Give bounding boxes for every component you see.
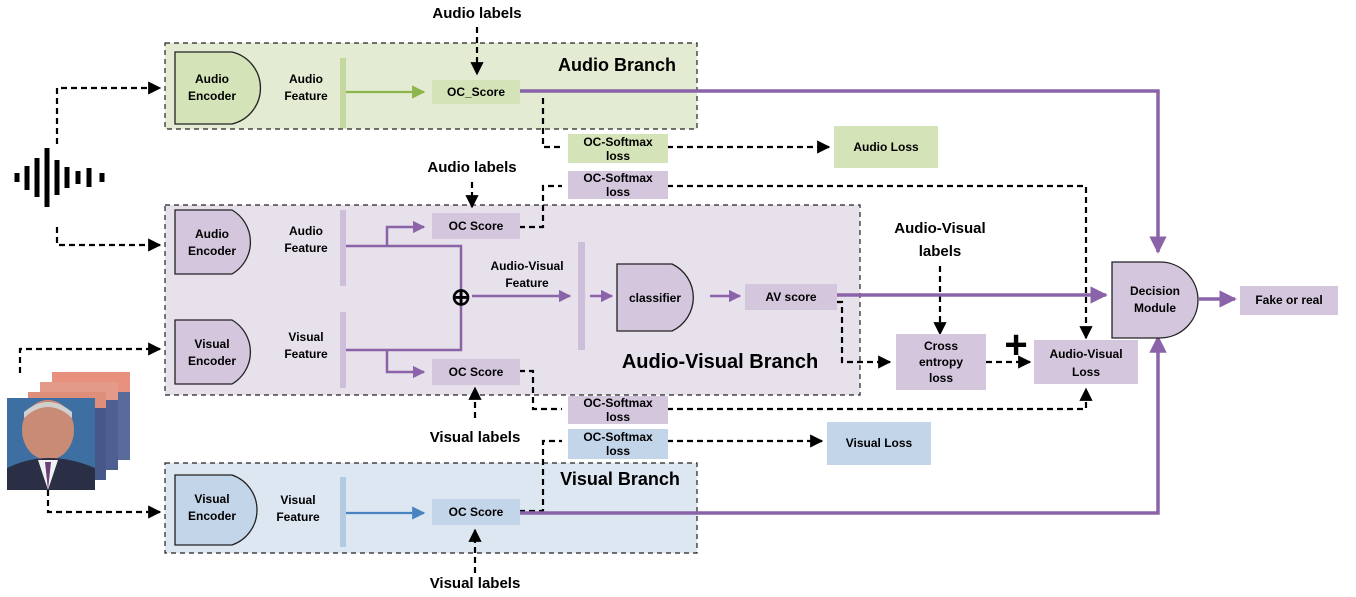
audio-softmax-label-line2: loss (606, 149, 630, 163)
decision-module-label-line2: Module (1134, 301, 1176, 315)
audio-softmax-label-line1: OC-Softmax (583, 135, 653, 149)
av-audio-oc-score-label: OC Score (449, 219, 504, 233)
visual-softmax-label-line2: loss (606, 444, 630, 458)
av-loss-box (1034, 340, 1138, 384)
av-visual-oc-score-box (432, 359, 520, 385)
av-feature-label-line2: Feature (505, 276, 549, 290)
visual-softmax-box (568, 429, 668, 459)
av-audio-softmax-label-line2: loss (606, 185, 630, 199)
audio-branch-title: Audio Branch (558, 55, 676, 75)
av-branch-title: Audio-Visual Branch (622, 351, 818, 373)
fusion-symbol: ⊕ (451, 284, 471, 311)
av-visual-encoder-label-line1: Visual (194, 337, 229, 351)
av-audio-feature-label-line2: Feature (284, 241, 328, 255)
audio-encoder-label-line1: Audio (195, 72, 229, 86)
visual-encoder-label-line1: Visual (194, 492, 229, 506)
fake-or-real-box (1240, 286, 1338, 315)
audio-loss-box (834, 126, 938, 168)
av-audio-softmax-label-line1: OC-Softmax (583, 171, 653, 185)
av-score-label: AV score (765, 290, 816, 304)
cross-entropy-box (896, 334, 986, 390)
audio-oc-score-label: OC_Score (447, 85, 505, 99)
decision-module-block (1111, 261, 1199, 339)
decision-module-label-line1: Decision (1130, 284, 1180, 298)
cross-entropy-label-line1: Cross (924, 339, 958, 353)
visual-branch-title: Visual Branch (560, 469, 680, 489)
visual-encoder-label-line2: Encoder (188, 509, 236, 523)
av-labels-line2: labels (919, 243, 962, 260)
fake-or-real-label: Fake or real (1255, 293, 1322, 307)
visual-feature-label-line2: Feature (276, 510, 320, 524)
av-audio-oc-score-box (432, 213, 520, 239)
av-visual-encoder-label-line2: Encoder (188, 354, 236, 368)
audio-feature-bar (340, 58, 346, 128)
visual-loss-box (827, 422, 931, 465)
audio-waveform-icon (14, 148, 105, 207)
av-visual-feature-bar (340, 312, 346, 388)
visual-loss-label: Visual Loss (846, 436, 913, 450)
visual-softmax-label-line1: OC-Softmax (583, 430, 653, 444)
visual-labels-bottom: Visual labels (430, 575, 521, 592)
av-loss-label-line2: Loss (1072, 365, 1100, 379)
visual-encoder-block (174, 474, 258, 546)
audio-feature-label-line1: Audio (289, 72, 323, 86)
av-audio-softmax-box (568, 171, 668, 199)
av-visual-softmax-label-line1: OC-Softmax (583, 396, 653, 410)
av-visual-feature-label-line1: Visual (288, 330, 323, 344)
svg-text:Encoder: Encoder (188, 89, 236, 103)
cross-entropy-label-line3: loss (929, 371, 953, 385)
av-feature-label-line1: Audio-Visual (490, 259, 563, 273)
av-audio-feature-bar (340, 210, 346, 286)
classifier-block (616, 263, 694, 332)
classifier-label: classifier (629, 291, 681, 305)
visual-feature-bar (340, 477, 346, 547)
visual-oc-score-label: OC Score (449, 505, 504, 519)
audio-labels-top: Audio labels (432, 5, 521, 22)
av-visual-softmax-label-line2: loss (606, 410, 630, 424)
av-feature-bar (578, 242, 585, 350)
audio-feature-label-line2: Feature (284, 89, 328, 103)
av-audio-encoder-label-line1: Audio (195, 227, 229, 241)
audio-softmax-box (568, 134, 668, 163)
audio-labels-mid: Audio labels (427, 159, 516, 176)
visual-labels-mid: Visual labels (430, 429, 521, 446)
plus-symbol: + (1004, 323, 1027, 367)
audio-encoder-label-line2: Encoder (188, 89, 236, 103)
av-loss-label-line1: Audio-Visual (1049, 347, 1122, 361)
svg-text:Audio: Audio (195, 72, 229, 86)
audio-loss-label: Audio Loss (853, 140, 919, 154)
av-score-box (745, 284, 837, 310)
video-frames-icon (7, 372, 130, 490)
av-labels-line1: Audio-Visual (894, 220, 985, 237)
av-audio-feature-label-line1: Audio (289, 224, 323, 238)
audio-encoder-block (174, 51, 262, 125)
visual-feature-label-line1: Visual (280, 493, 315, 507)
audio-oc-score-box (432, 80, 520, 104)
av-visual-oc-score-label: OC Score (449, 365, 504, 379)
av-audio-encoder-block (174, 209, 252, 275)
visual-oc-score-box (432, 499, 520, 525)
av-visual-softmax-box (568, 396, 668, 424)
cross-entropy-label-line2: entropy (919, 355, 963, 369)
av-visual-feature-label-line2: Feature (284, 347, 328, 361)
av-visual-encoder-block (174, 319, 252, 385)
av-audio-encoder-label-line2: Encoder (188, 244, 236, 258)
